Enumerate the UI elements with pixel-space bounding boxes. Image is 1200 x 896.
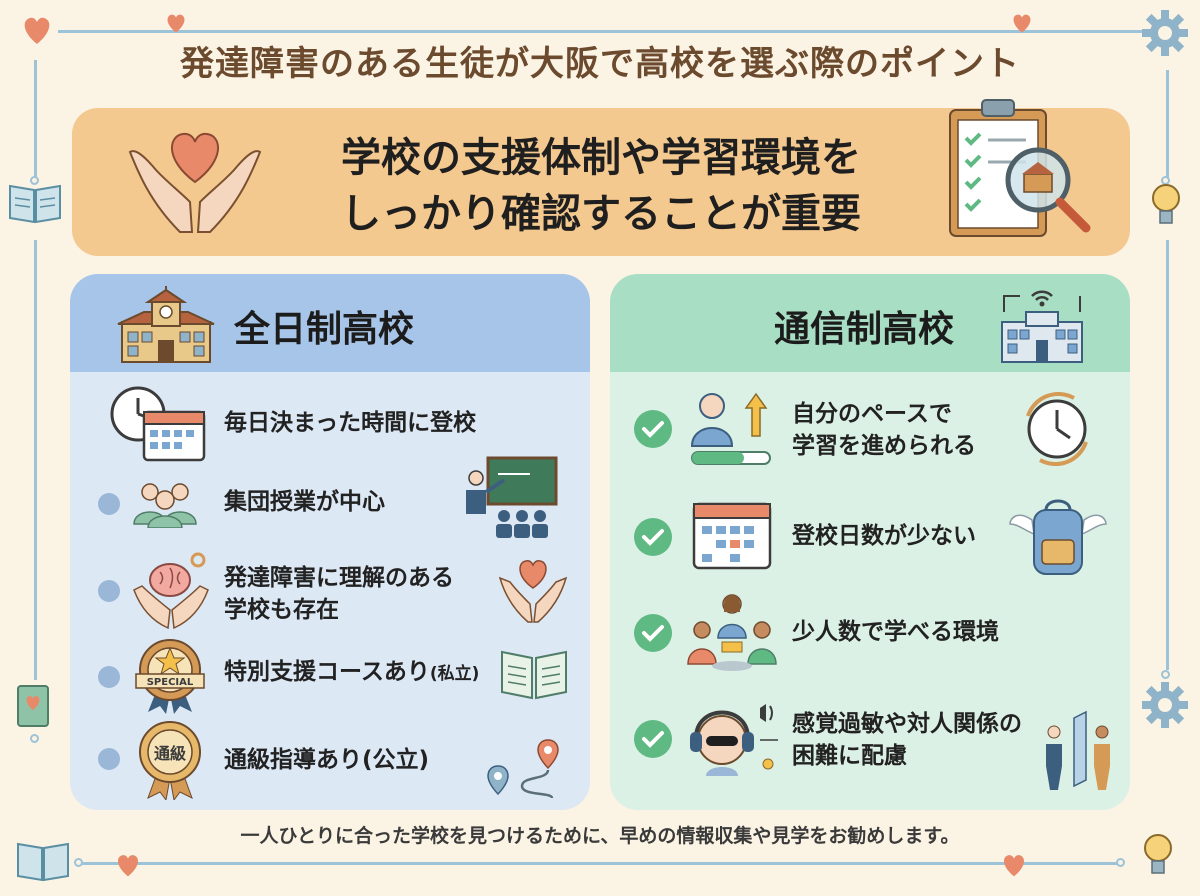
book-icon <box>17 685 49 727</box>
heart-icon <box>1003 855 1025 877</box>
hero-line-1: 学校の支援体制や学習環境を <box>341 135 861 181</box>
hero-message: 学校の支援体制や学習環境を しっかり確認することが重要 <box>242 130 960 242</box>
frame-line-right <box>1166 70 1169 180</box>
book-icon <box>9 184 61 224</box>
frame-line-left-lower <box>34 240 37 680</box>
fulltime-item-group-classes: 集団授業が中心 <box>224 489 385 515</box>
tsukyu-badge-label: 通級 <box>154 744 186 763</box>
fulltime-title: 全日制高校 <box>234 309 415 350</box>
correspondence-item-4-line1: 感覚過敏や対人関係の <box>792 711 1022 737</box>
correspondence-item-small-classes: 少人数で学べる環境 <box>792 619 999 645</box>
correspondence-item-sensory-care: 感覚過敏や対人関係の 困難に配慮 <box>792 708 1022 772</box>
group-people-icon <box>133 483 197 528</box>
correspondence-item-1-line2: 学習を進められる <box>792 433 976 459</box>
fulltime-item-tsukyu-guidance: 通級指導あり(公立) <box>224 747 430 773</box>
hands-heart-icon <box>128 132 262 233</box>
check-icon <box>634 720 672 758</box>
correspondence-item-4-line2: 困難に配慮 <box>792 743 907 769</box>
tsukyu-badge-icon: 通級 <box>139 721 201 800</box>
fulltime-item-4-suffix: (私立) <box>429 664 480 684</box>
book-icon <box>17 842 69 882</box>
bullet-dot <box>98 666 120 688</box>
correspondence-header: 通信制高校 <box>610 274 1130 372</box>
bullet-dot <box>98 748 120 770</box>
calendar-icon <box>692 502 772 570</box>
fulltime-item-3-line1: 発達障害に理解のある <box>224 565 454 591</box>
gear-icon <box>1142 682 1188 728</box>
clipboard-magnifier-icon <box>949 99 1091 237</box>
heart-icon <box>117 855 139 877</box>
frame-line-top <box>58 30 1148 33</box>
check-icon <box>634 614 672 652</box>
check-icon <box>634 518 672 556</box>
hero-banner: 学校の支援体制や学習環境を しっかり確認することが重要 <box>72 99 1130 256</box>
heart-icon <box>1013 14 1031 33</box>
fulltime-school-panel: 全日制高校 毎日決まった時間に登校 集団授業が中心 <box>70 274 590 810</box>
frame-line-bottom <box>80 862 1120 865</box>
lightbulb-icon <box>1144 834 1172 874</box>
clock-calendar-icon <box>110 386 206 462</box>
clock-cycle-icon <box>1026 392 1088 466</box>
correspondence-item-fewer-days: 登校日数が少ない <box>792 523 976 549</box>
lightbulb-icon <box>1152 184 1180 224</box>
winged-backpack-icon <box>1009 499 1107 575</box>
fulltime-item-3-line2: 学校も存在 <box>224 597 339 623</box>
hero-line-2: しっかり確認することが重要 <box>341 191 861 237</box>
classroom-blackboard-icon <box>466 456 558 538</box>
own-pace-icon <box>690 392 771 465</box>
open-book-icon <box>501 650 567 700</box>
frame-line-left <box>34 60 37 180</box>
special-badge-label: SPECIAL <box>147 677 194 688</box>
bullet-dot <box>98 493 120 515</box>
frame-dot <box>1161 176 1170 185</box>
bullet-dot <box>98 580 120 602</box>
partition-people-icon <box>1046 710 1110 790</box>
fulltime-item-understanding-schools: 発達障害に理解のある 学校も存在 <box>224 562 454 626</box>
fulltime-item-special-course: 特別支援コースあり(私立) <box>224 656 479 690</box>
frame-dot <box>74 858 83 867</box>
online-school-icon <box>1001 290 1083 363</box>
heart-icon <box>24 17 50 44</box>
route-pin-icon <box>487 739 559 799</box>
heart-icon <box>167 14 185 33</box>
school-building-icon <box>117 286 215 363</box>
headphones-sensory-icon <box>690 704 778 776</box>
correspondence-school-panel: 通信制高校 自分のペースで 学習を進められる <box>610 274 1130 810</box>
gear-icon <box>1142 10 1188 56</box>
frame-line-right-lower <box>1166 240 1169 670</box>
brain-hands-icon <box>133 552 209 630</box>
page-title: 発達障害のある生徒が大阪で高校を選ぶ際のポイント <box>180 44 1020 84</box>
footer-advice: 一人ひとりに合った学校を見つけるために、早めの情報収集や見学をお勧めします。 <box>240 825 960 847</box>
fulltime-item-daily-attendance: 毎日決まった時間に登校 <box>224 410 477 436</box>
check-icon <box>634 410 672 448</box>
small-group-icon <box>687 594 777 671</box>
correspondence-item-own-pace: 自分のペースで 学習を進められる <box>792 398 976 462</box>
frame-dot <box>30 176 39 185</box>
frame-dot <box>1161 670 1170 679</box>
frame-dot <box>30 734 39 743</box>
correspondence-title: 通信制高校 <box>774 309 955 350</box>
correspondence-item-1-line1: 自分のペースで <box>792 401 952 427</box>
hands-heart-icon <box>498 560 568 623</box>
frame-dot <box>1116 858 1125 867</box>
fulltime-item-4-text: 特別支援コースあり <box>224 659 430 685</box>
special-badge-icon: SPECIAL <box>135 639 205 714</box>
fulltime-header: 全日制高校 <box>70 274 590 372</box>
